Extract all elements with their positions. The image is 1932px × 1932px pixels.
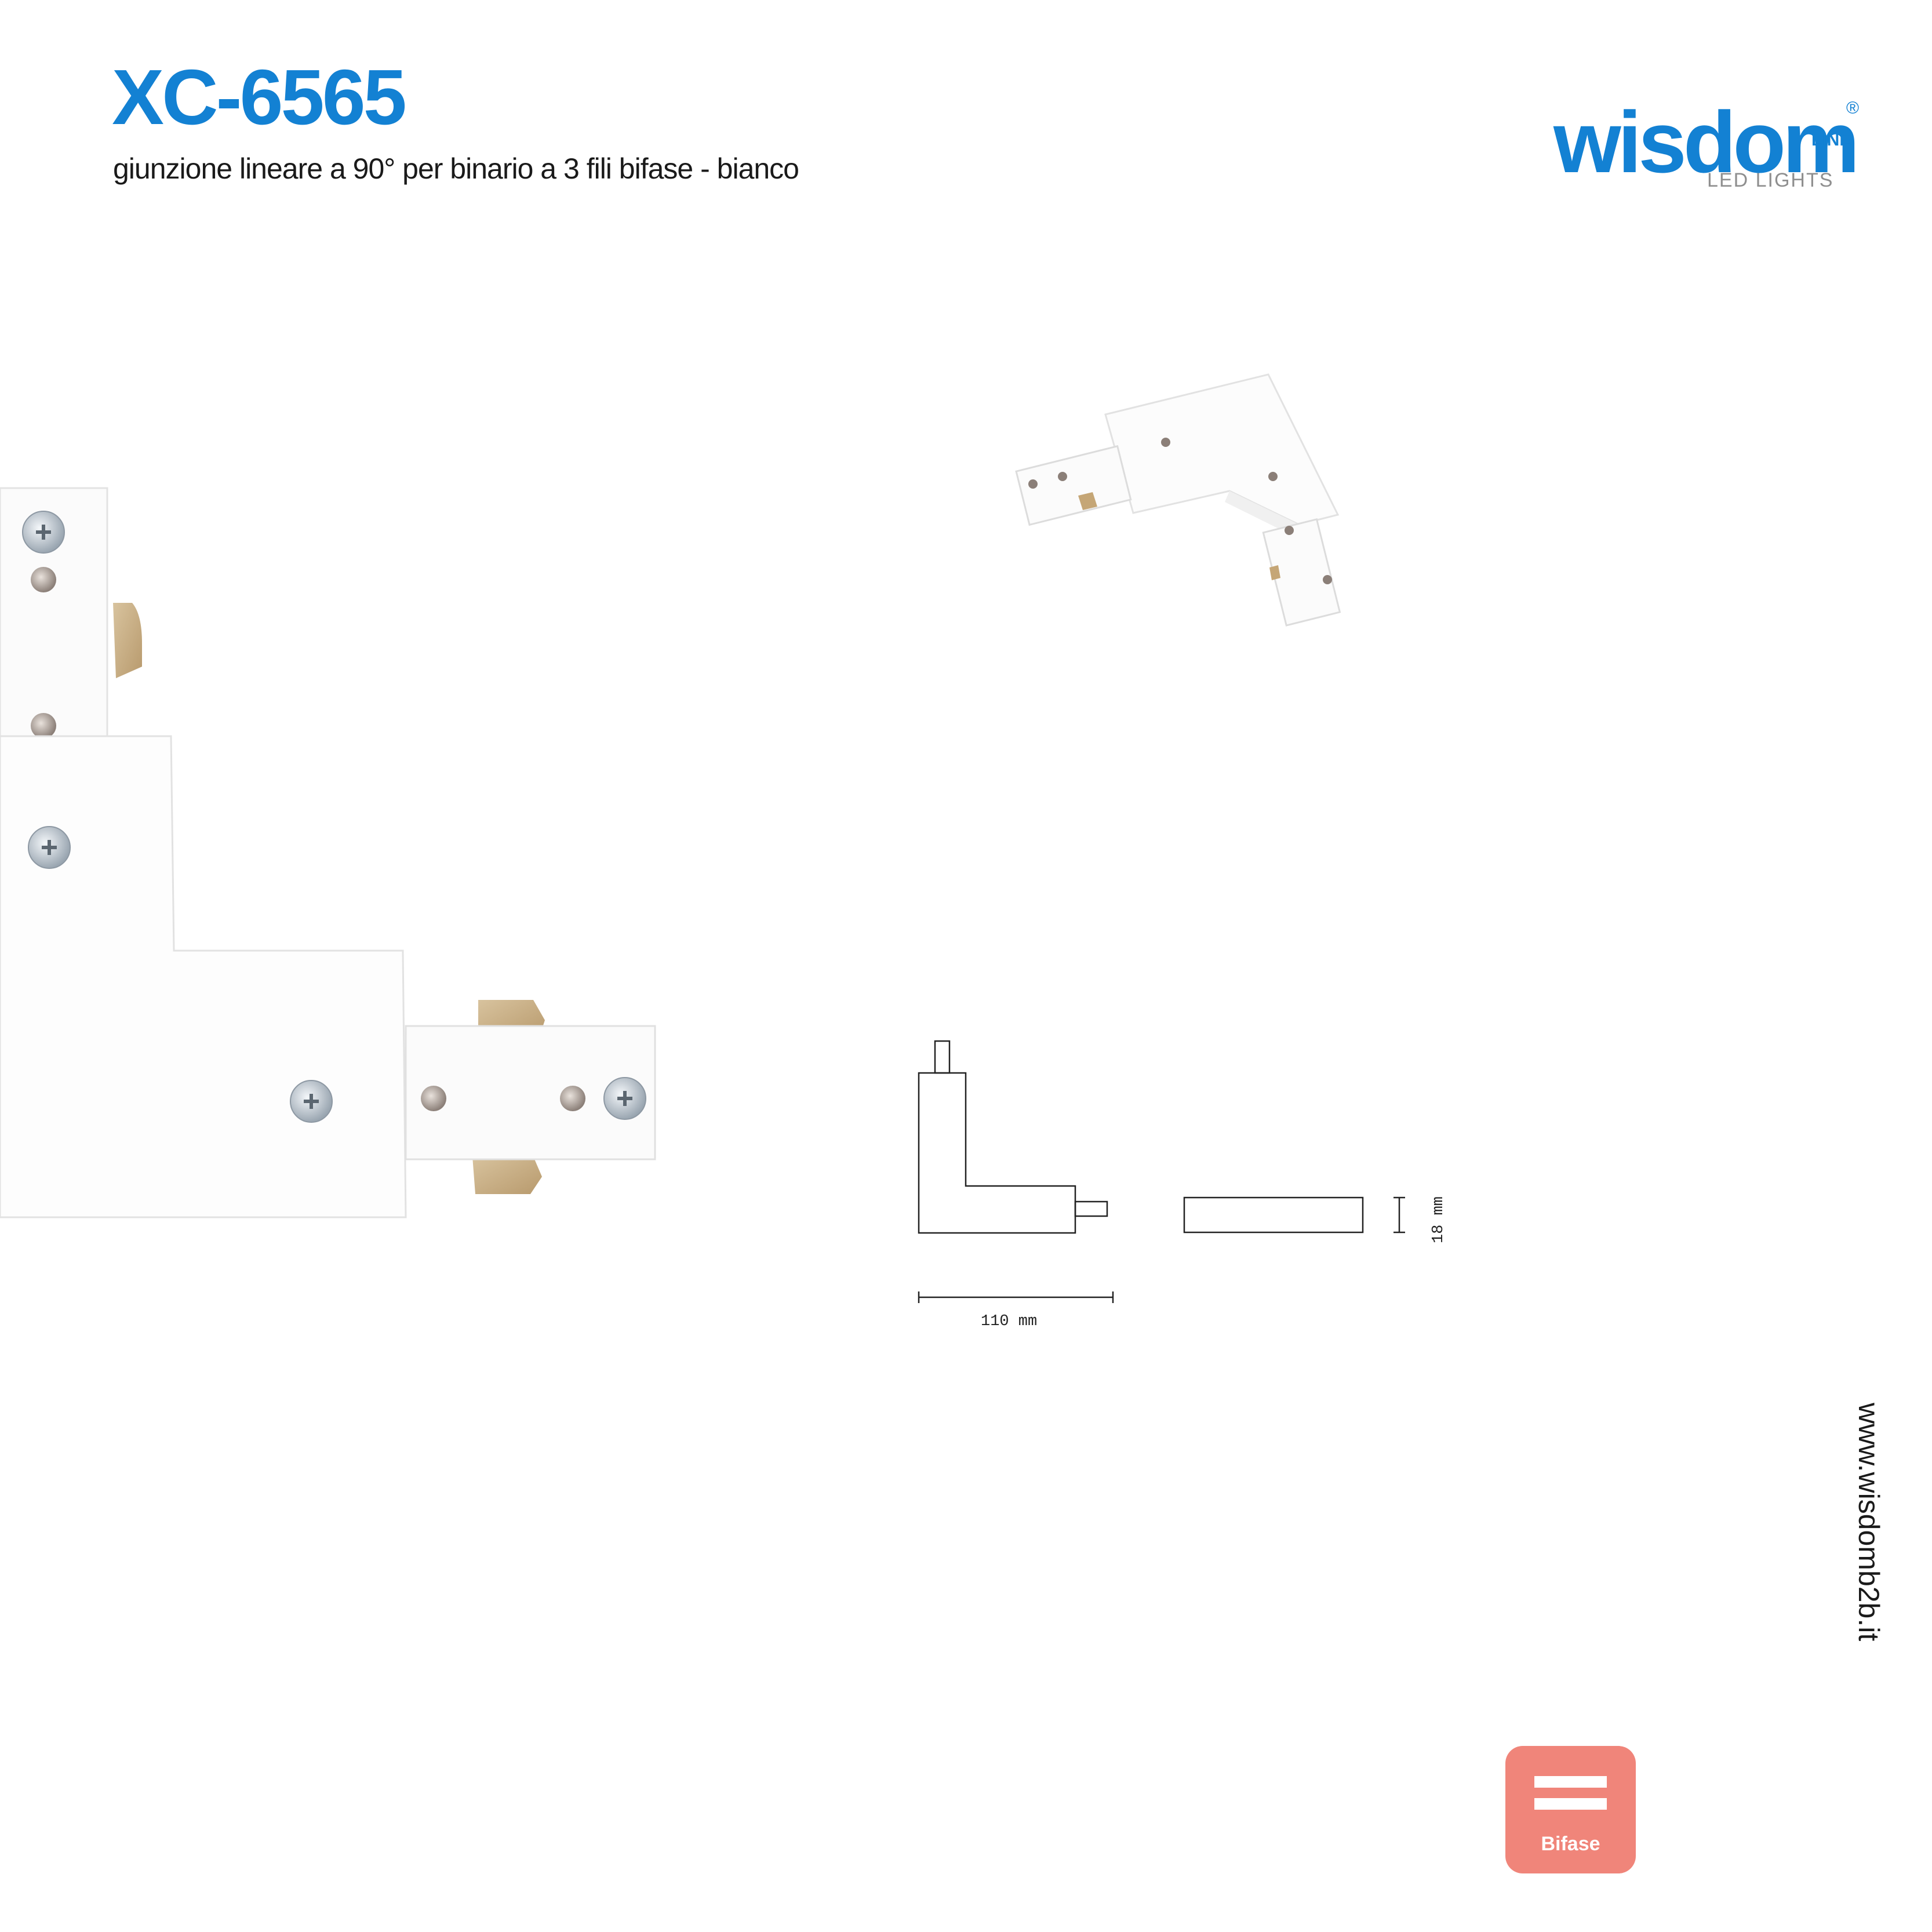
length-dimension-label: 110 mm (981, 1313, 1037, 1330)
bifase-badge: Bifase (1505, 1746, 1636, 1873)
product-code: XC-6565 (112, 53, 407, 141)
badge-bar-bottom (1534, 1798, 1607, 1810)
wisdom-logo[interactable]: wisdom LINE ® LED LIGHTS (1553, 99, 1866, 197)
badge-bar-top (1534, 1776, 1607, 1788)
badge-label: Bifase (1541, 1833, 1600, 1855)
logo-tagline: LED LIGHTS (1707, 169, 1834, 191)
registered-mark: ® (1846, 99, 1860, 118)
product-closeup-image (0, 487, 656, 1218)
product-description: giunzione lineare a 90° per binario a 3 … (113, 152, 799, 185)
logo-line-mark: LINE (1811, 130, 1851, 150)
logo-wordmark: wisdom (1553, 93, 1860, 191)
website-url[interactable]: www.wisdomb2b.it (1853, 1403, 1885, 1642)
height-dimension-label: 18 mm (1430, 1196, 1447, 1243)
